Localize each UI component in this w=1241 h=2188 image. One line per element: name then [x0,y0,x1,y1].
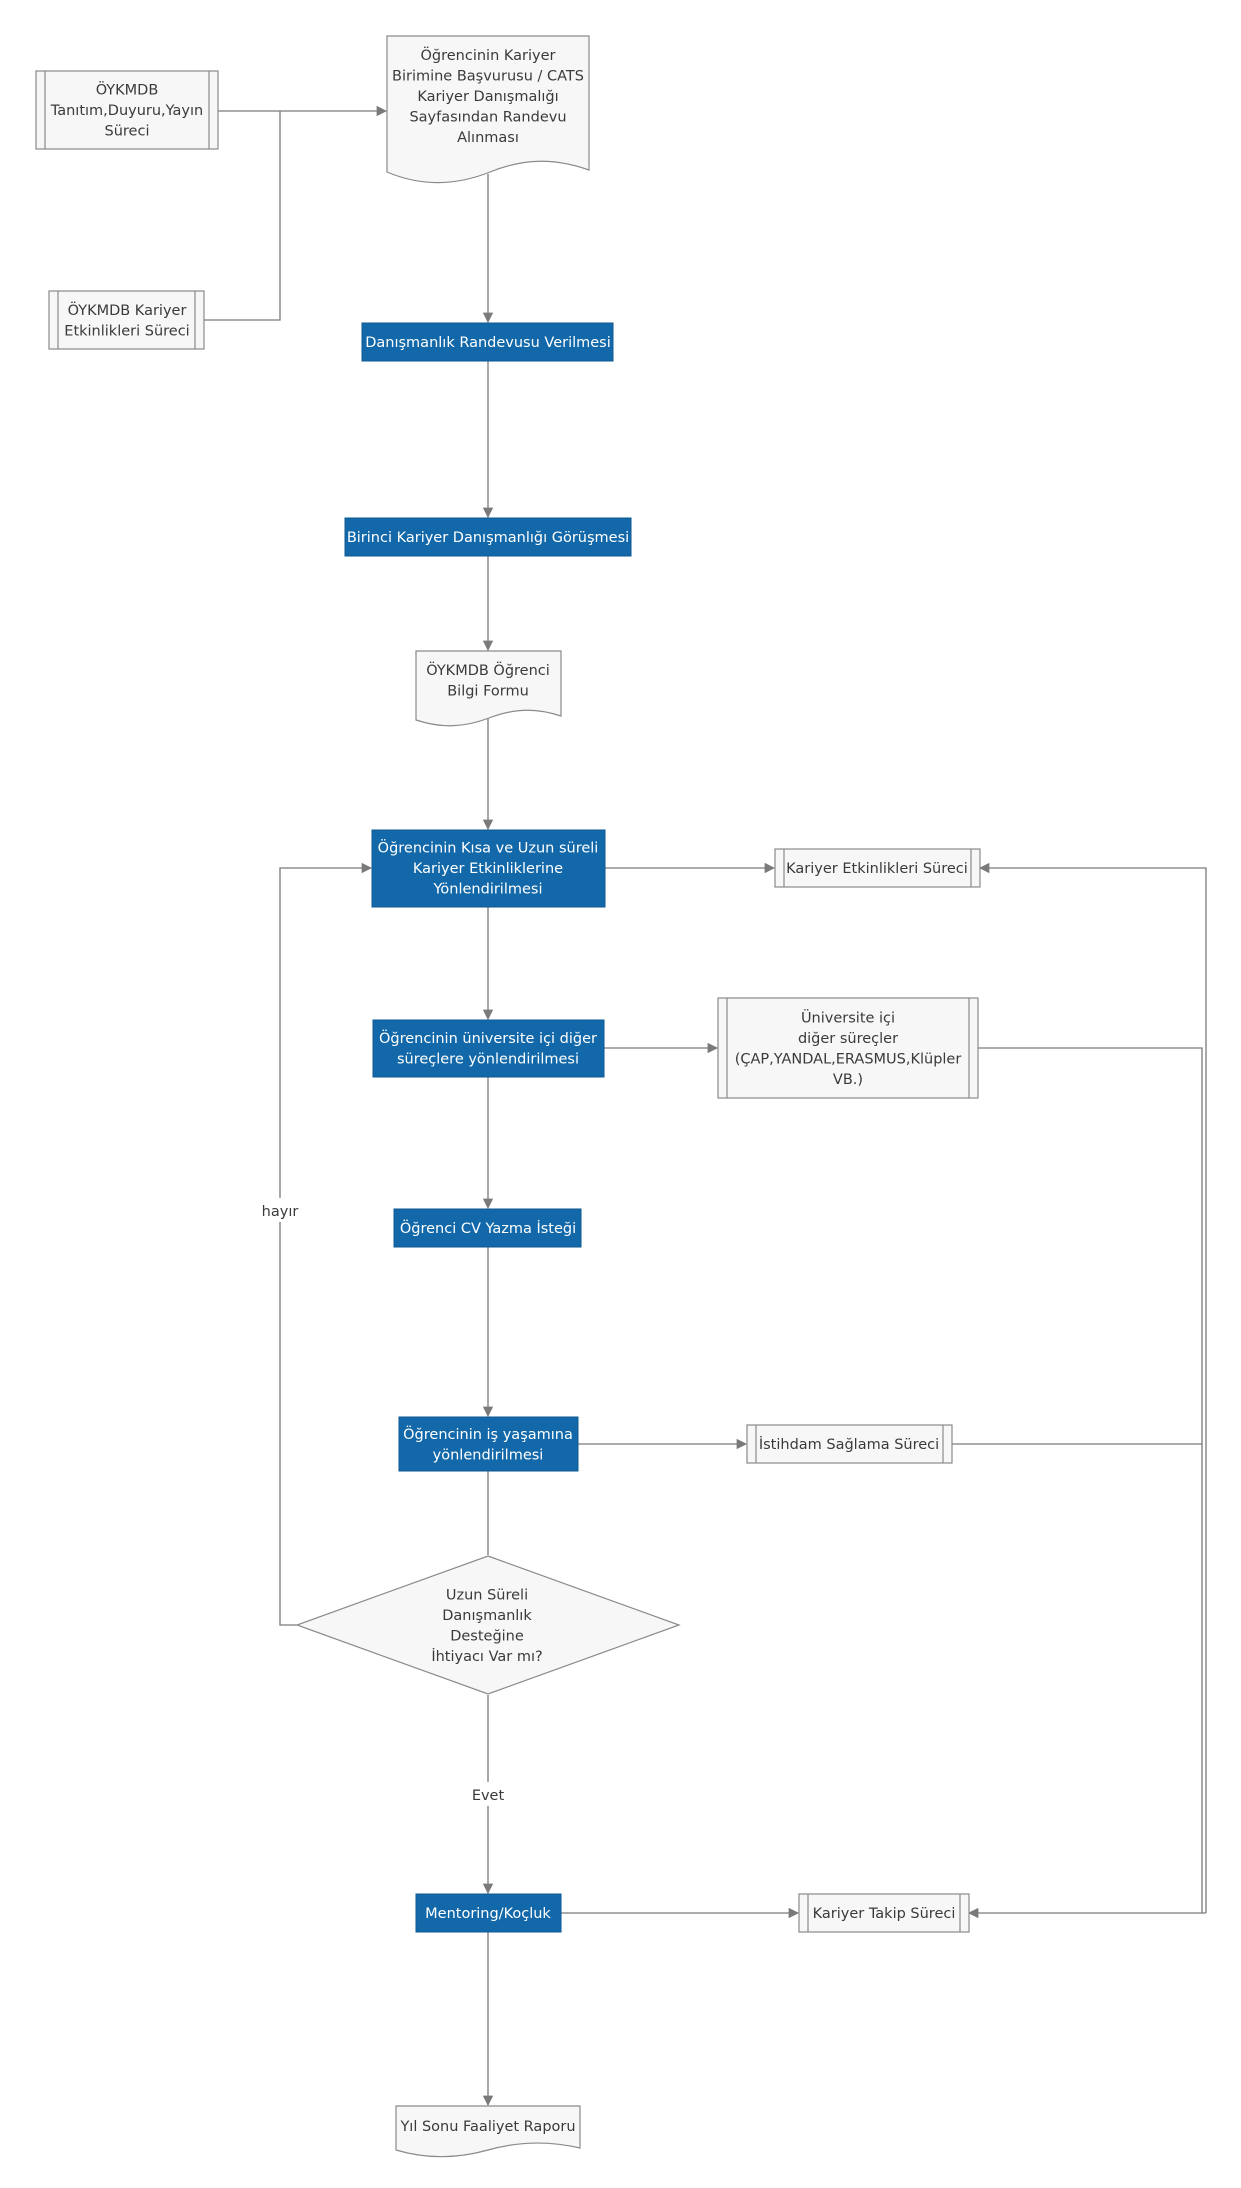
evet-label: Evet [472,1788,505,1804]
label-line: (ÇAP,YANDAL,ERASMUS,Klüpler [735,1051,962,1067]
label-line: VB.) [833,1072,863,1088]
label-line: süreçlere yönlendirilmesi [397,1051,579,1067]
label-line: ÖYKMDB [96,81,159,99]
node-randevu-text: Danışmanlık Randevusu Verilmesi [365,335,611,351]
label-line: Yönlendirilmesi [432,882,542,898]
node-birinci-text: Birinci Kariyer Danışmanlığı Görüşmesi [347,530,629,546]
label-line: Birimine Başvurusu / CATS [392,69,584,85]
label-line: Tanıtım,Duyuru,Yayın [50,103,203,119]
label-line: ÖYKMDB Öğrenci [426,661,550,679]
node-uni-ici[interactable]: Öğrencinin üniversite içi diğer süreçlere… [372,1019,605,1078]
hayir-label: hayır [262,1204,299,1220]
label-line: Yıl Sonu Faaliyet Raporu [399,2119,575,2135]
edges [204,105,1207,2107]
label-line: Sayfasından Randevu [409,110,566,126]
node-mentoring-text: Mentoring/Koçluk [425,1906,551,1922]
label-line: Kariyer Etkinliklerine [413,861,563,877]
label-line: Mentoring/Koçluk [425,1906,551,1922]
edge-right-bus-to-kariyer-etk [978,862,1207,1913]
node-kariyer-etk-text: Kariyer Etkinlikleri Süreci [786,861,968,877]
label-line: Kariyer Takip Süreci [813,1906,956,1922]
hayir-label-bg [258,1198,302,1222]
label-line: Kariyer Etkinlikleri Süreci [786,861,968,877]
label-line: diğer süreçler [798,1031,898,1047]
node-rapor-text: Yıl Sonu Faaliyet Raporu [399,2119,575,2135]
label-line: Alınması [457,130,519,146]
label-line: Öğrencinin üniversite içi diğer [379,1029,597,1047]
node-is[interactable]: Öğrencinin iş yaşamına yönlendirilmesi [398,1416,579,1472]
node-uni-ici-text: Öğrencinin üniversite içi diğer süreçlere… [379,1029,597,1068]
node-is-text: Öğrencinin iş yaşamına yönlendirilmesi [403,1425,573,1464]
label-line: Desteğine [450,1628,524,1644]
label-line: İstihdam Sağlama Süreci [759,1435,939,1453]
node-uni-diger[interactable]: Üniversite içi diğer süreçler (ÇAP,YANDAL,… [717,997,979,1099]
label-line: Süreci [105,124,150,140]
node-istihdam[interactable]: İstihdam Sağlama Süreci [746,1424,953,1464]
node-istihdam-text: İstihdam Sağlama Süreci [759,1435,939,1453]
label-line: Kariyer Danışmalığı [417,89,558,105]
node-rapor[interactable]: Yıl Sonu Faaliyet Raporu [395,2105,581,2158]
label-line: Danışmanlık Randevusu Verilmesi [365,335,611,351]
node-takip[interactable]: Kariyer Takip Süreci [798,1893,970,1933]
label-line: Üniversite içi [801,1008,895,1026]
label-line: İhtiyacı Var mı? [431,1647,542,1665]
node-uni-diger-text: Üniversite içi diğer süreçler (ÇAP,YANDAL,… [735,1008,962,1088]
edge-etkinlik-oykmdb-to-basvuru [204,111,281,321]
label-line: Etkinlikleri Süreci [64,323,189,339]
node-takip-text: Kariyer Takip Süreci [813,1906,956,1922]
edge-uni-diger-to-bus [978,1047,1203,1913]
label-line: Bilgi Formu [447,683,529,699]
label-line: Uzun Süreli [446,1587,528,1603]
node-mentoring[interactable]: Mentoring/Koçluk [415,1893,562,1933]
label-line: Öğrenci CV Yazma İsteği [400,1219,576,1237]
node-cv-text: Öğrenci CV Yazma İsteği [400,1219,576,1237]
edge-karar-hayir-to-kisa-uzun [279,862,373,1626]
evet-label-bg [466,1782,510,1806]
node-birinci[interactable]: Birinci Kariyer Danışmanlığı Görüşmesi [344,517,632,557]
node-cv[interactable]: Öğrenci CV Yazma İsteği [393,1208,582,1248]
label-line: Öğrencinin iş yaşamına [403,1425,573,1443]
node-kariyer-etk[interactable]: Kariyer Etkinlikleri Süreci [774,848,981,888]
label-line: ÖYKMDB Kariyer [68,301,187,319]
label-line: yönlendirilmesi [433,1447,544,1463]
label-line: Öğrencinin Kariyer [421,46,556,64]
node-randevu[interactable]: Danışmanlık Randevusu Verilmesi [361,322,614,362]
label-line: Öğrencinin Kısa ve Uzun süreli [378,839,599,857]
label-line: Birinci Kariyer Danışmanlığı Görüşmesi [347,530,629,546]
label-line: Danışmanlık [442,1608,532,1624]
